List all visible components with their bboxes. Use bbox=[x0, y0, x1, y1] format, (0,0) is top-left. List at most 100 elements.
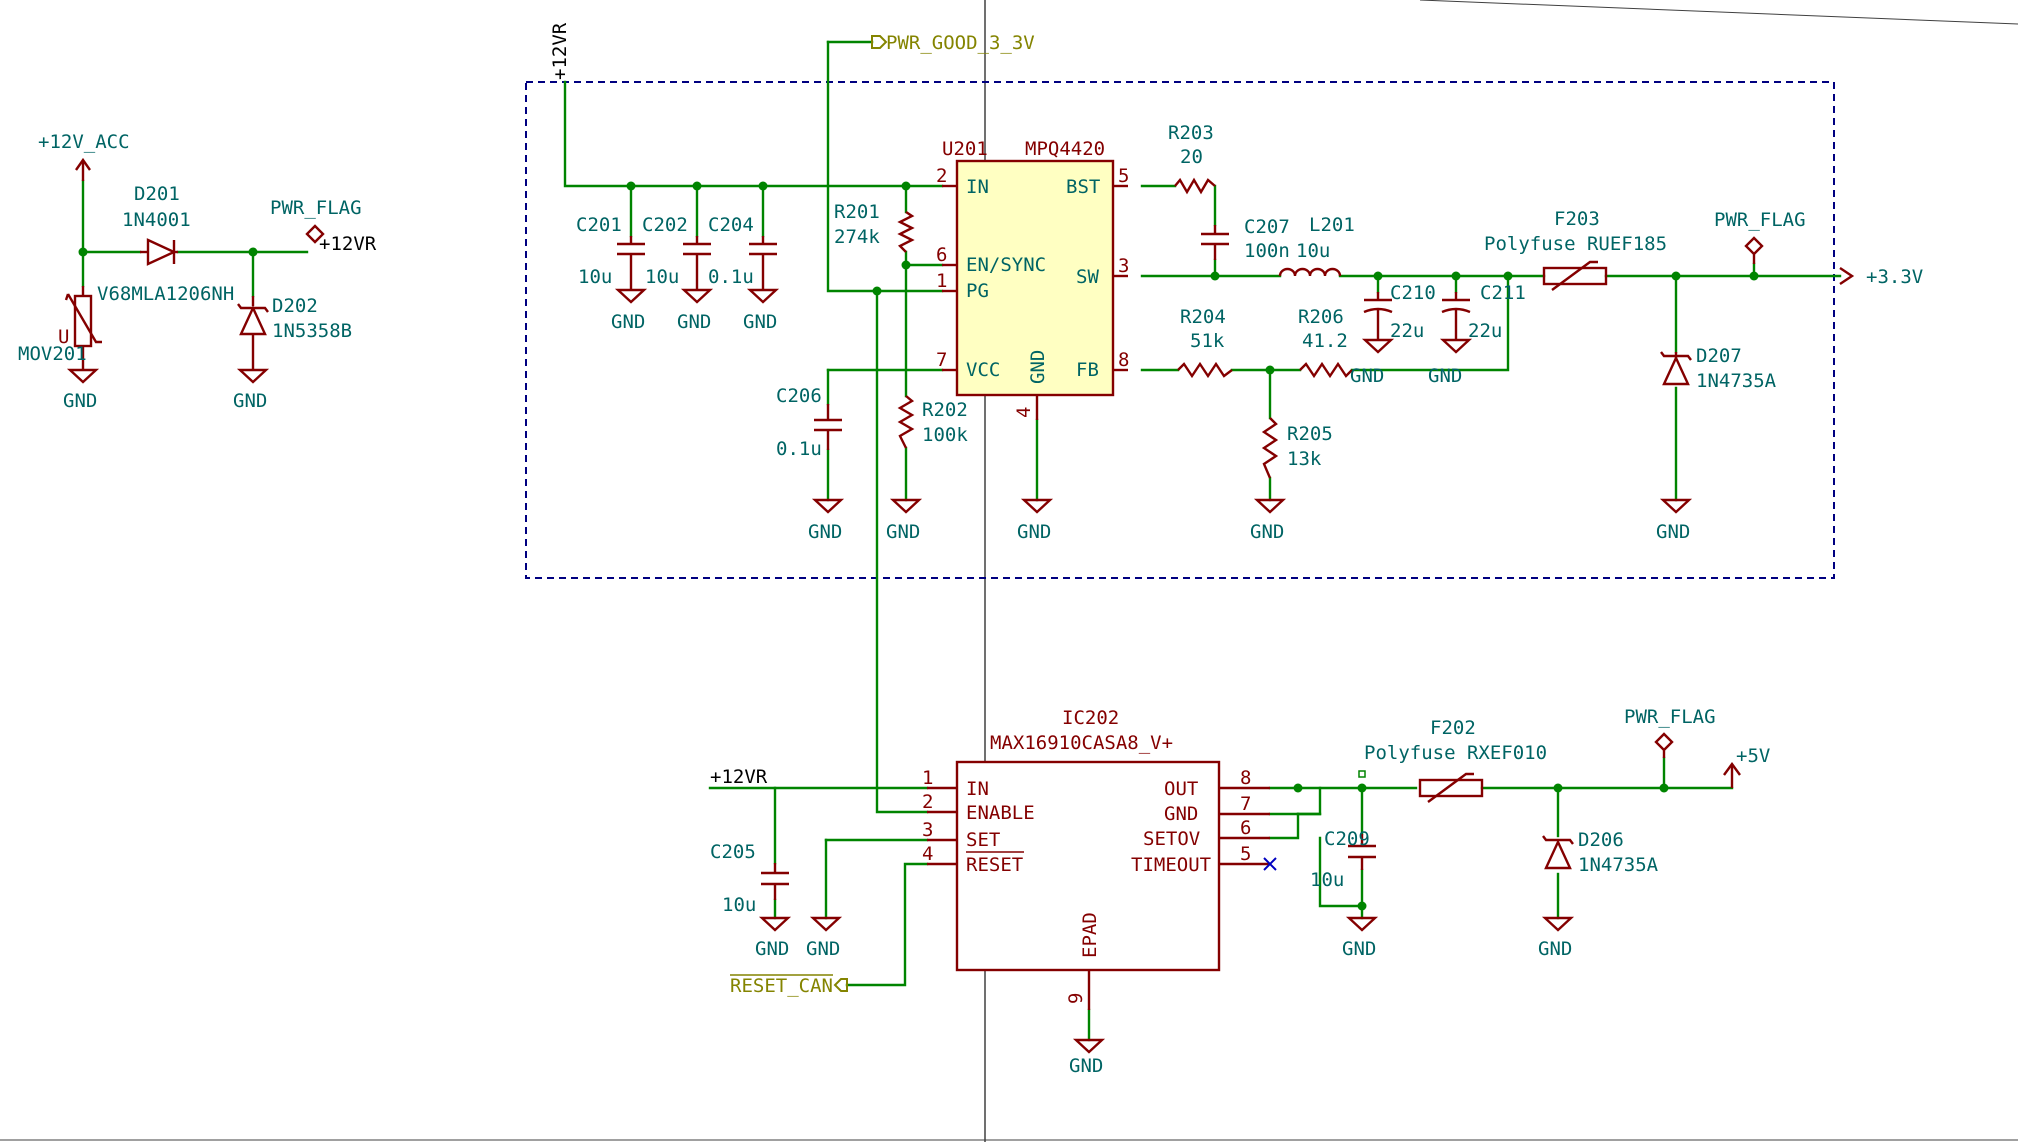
c211-value: 22u bbox=[1468, 320, 1502, 342]
d206-zener[interactable]: D206 1N4735A bbox=[1542, 829, 1659, 876]
ic202-pin-enable: ENABLE bbox=[966, 802, 1035, 824]
u201-pinnum-en: 6 bbox=[936, 244, 947, 266]
gnd-label: GND bbox=[1428, 365, 1462, 387]
l201-ref: L201 bbox=[1309, 214, 1355, 236]
c201-capacitor[interactable]: C201 10u bbox=[576, 214, 645, 290]
c211-ref: C211 bbox=[1480, 282, 1526, 304]
ic202-pinnum-epad: 9 bbox=[1065, 993, 1087, 1004]
d206-ref: D206 bbox=[1578, 829, 1624, 851]
mov201-varistor[interactable]: V68MLA1206NH MOV201 U bbox=[18, 283, 234, 370]
c209-capacitor[interactable]: C209 10u bbox=[1310, 770, 1376, 891]
net-label-12vr-bottom: +12VR bbox=[710, 766, 768, 788]
u201-pinnum-gnd: 4 bbox=[1013, 407, 1035, 418]
net-labels: +12VR +12V_ACC +12VR +12VR PWR_GOOD_3_3V… bbox=[38, 22, 1923, 997]
l201-value: 10u bbox=[1296, 240, 1330, 262]
junction-dots bbox=[78, 181, 1759, 911]
regulator-group-frame bbox=[525, 81, 1835, 579]
ic202-pin-timeout: TIMEOUT bbox=[1131, 854, 1211, 876]
d202-value: 1N5358B bbox=[272, 320, 352, 342]
c210-capacitor[interactable]: C210 22u bbox=[1363, 282, 1436, 342]
ic202-pinnum-timeout: 5 bbox=[1240, 843, 1251, 865]
u201-pin-in: IN bbox=[966, 176, 989, 198]
gnd-label: GND bbox=[611, 311, 645, 333]
c206-capacitor[interactable]: C206 0.1u bbox=[776, 385, 842, 460]
r206-resistor[interactable]: R206 41.2 bbox=[1298, 306, 1353, 379]
u201-pin-fb: FB bbox=[1076, 359, 1099, 381]
ic202-pinnum-setov: 6 bbox=[1240, 817, 1251, 839]
r202-ref: R202 bbox=[922, 399, 968, 421]
mov201-ref: MOV201 bbox=[18, 343, 87, 365]
c205-capacitor[interactable]: C205 10u bbox=[710, 841, 789, 916]
f203-polyfuse[interactable]: F203 Polyfuse RUEF185 bbox=[1484, 208, 1667, 291]
f202-ref: F202 bbox=[1430, 717, 1476, 739]
r204-ref: R204 bbox=[1180, 306, 1226, 328]
ic202-value: MAX16910CASA8_V+ bbox=[990, 732, 1173, 754]
c207-capacitor[interactable]: C207 100n bbox=[1201, 216, 1290, 262]
l201-inductor[interactable]: L201 10u bbox=[1278, 214, 1355, 277]
r203-ref: R203 bbox=[1168, 122, 1214, 144]
ic202-pinnum-out: 8 bbox=[1240, 767, 1251, 789]
u201-pinnum-vcc: 7 bbox=[936, 349, 947, 371]
r204-resistor[interactable]: R204 51k bbox=[1177, 306, 1233, 379]
r201-resistor[interactable]: R201 274k bbox=[834, 201, 915, 253]
c211-capacitor[interactable]: C211 22u bbox=[1441, 282, 1526, 342]
u201-pinnum-sw: 3 bbox=[1118, 255, 1129, 277]
ic202-pin-gnd: GND bbox=[1164, 803, 1198, 825]
c209-pad-marker bbox=[1358, 770, 1366, 778]
d206-value: 1N4735A bbox=[1578, 854, 1659, 876]
gnd-label: GND bbox=[806, 938, 840, 960]
mov201-mark: U bbox=[58, 326, 69, 348]
net-label-12vr-left: +12VR bbox=[319, 233, 377, 255]
r203-resistor[interactable]: R203 20 bbox=[1168, 122, 1216, 195]
r205-resistor[interactable]: R205 13k bbox=[1261, 417, 1333, 479]
no-connect-marker bbox=[1263, 857, 1277, 871]
u201-pinnum-in: 2 bbox=[936, 165, 947, 187]
u201-ref: U201 bbox=[942, 138, 988, 160]
u201-pin-gnd: GND bbox=[1027, 350, 1049, 384]
u201-value: MPQ4420 bbox=[1025, 138, 1105, 160]
ic202-pin-epad: EPAD bbox=[1079, 912, 1101, 958]
c201-value: 10u bbox=[578, 266, 612, 288]
pwr-flag-label: PWR_FLAG bbox=[270, 197, 362, 219]
ic202-supervisor[interactable]: IC202 MAX16910CASA8_V+ IN ENABLE SET RES… bbox=[922, 707, 1277, 1010]
u201-pinnum-bst: 5 bbox=[1118, 165, 1129, 187]
ic202-pinnum-gnd: 7 bbox=[1240, 793, 1251, 815]
f202-value: Polyfuse RXEF010 bbox=[1364, 742, 1547, 764]
gnd-label: GND bbox=[886, 521, 920, 543]
c209-ref: C209 bbox=[1324, 828, 1370, 850]
d201-ref: D201 bbox=[134, 183, 180, 205]
gnd-label: GND bbox=[233, 390, 267, 412]
d201-value: 1N4001 bbox=[122, 209, 191, 231]
f202-polyfuse[interactable]: F202 Polyfuse RXEF010 bbox=[1364, 717, 1547, 803]
r202-value: 100k bbox=[922, 424, 968, 446]
ic202-pinnum-in: 1 bbox=[922, 767, 933, 789]
gnd-label: GND bbox=[1250, 521, 1284, 543]
r204-value: 51k bbox=[1190, 330, 1225, 352]
gnd-symbols: GND GND GND GND GND GND GND GND GND GND … bbox=[63, 288, 1693, 1077]
mov201-value: V68MLA1206NH bbox=[97, 283, 234, 305]
u201-pin-pg: PG bbox=[966, 280, 989, 302]
c204-value: 0.1u bbox=[708, 266, 754, 288]
d207-zener[interactable]: D207 1N4735A bbox=[1660, 345, 1777, 392]
r201-value: 274k bbox=[834, 226, 880, 248]
r202-resistor[interactable]: R202 100k bbox=[897, 395, 968, 449]
r201-ref: R201 bbox=[834, 201, 880, 223]
r205-value: 13k bbox=[1287, 448, 1322, 470]
c202-capacitor[interactable]: C202 10u bbox=[642, 214, 711, 290]
c207-value: 100n bbox=[1244, 240, 1290, 262]
ic202-pin-out: OUT bbox=[1164, 778, 1198, 800]
global-label-pwr-good: PWR_GOOD_3_3V bbox=[886, 32, 1035, 54]
c204-capacitor[interactable]: C204 0.1u bbox=[708, 214, 777, 290]
d201-diode[interactable]: D201 1N4001 bbox=[122, 183, 191, 266]
c209-value: 10u bbox=[1310, 869, 1344, 891]
u201-pin-sw: SW bbox=[1076, 266, 1099, 288]
u201-regulator[interactable]: U201 MPQ4420 IN EN/SYNC PG VCC BST SW FB… bbox=[936, 138, 1129, 420]
pwr-flag-label: PWR_FLAG bbox=[1624, 706, 1716, 728]
ic202-pinnum-set: 3 bbox=[922, 819, 933, 841]
ic202-pin-setov: SETOV bbox=[1143, 828, 1200, 850]
gnd-label: GND bbox=[1538, 938, 1572, 960]
d202-zener[interactable]: D202 1N5358B bbox=[237, 295, 352, 370]
ic202-pin-in: IN bbox=[966, 778, 989, 800]
ic202-pinnum-reset: 4 bbox=[922, 843, 933, 865]
